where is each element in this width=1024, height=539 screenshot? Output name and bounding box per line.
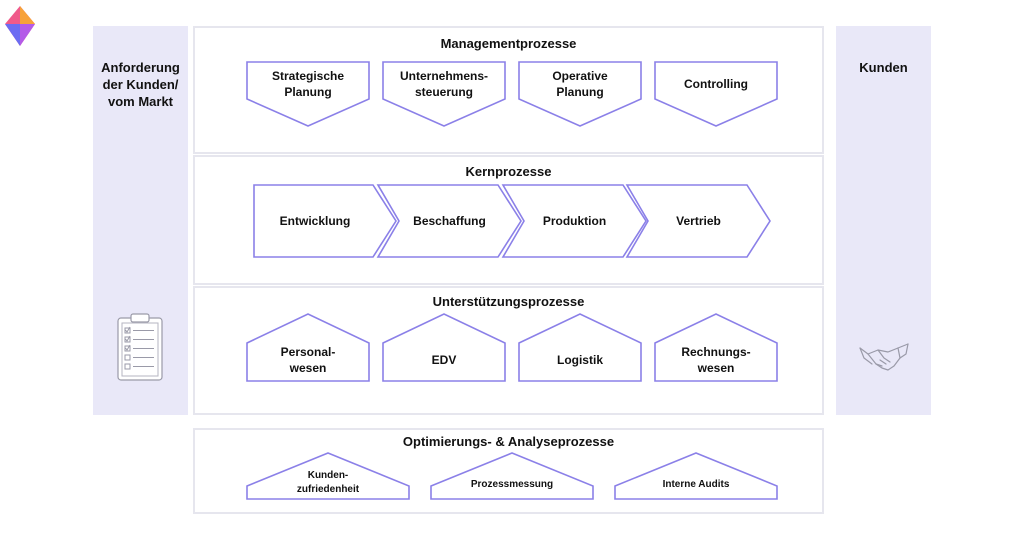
- management-item-corporate-control: Unternehmens- steuerung: [382, 61, 506, 127]
- optimization-item-process-measurement: Prozessmessung: [430, 452, 594, 500]
- management-title: Managementprozesse: [440, 36, 577, 51]
- customers-title: Kunden: [859, 60, 908, 75]
- management-item-controlling: Controlling: [654, 61, 778, 127]
- management-item-label: Unternehmens- steuerung: [399, 69, 488, 99]
- diamond-logo: [3, 5, 37, 47]
- core-item-label: Beschaffung: [413, 214, 486, 228]
- core-item-label: Entwicklung: [279, 214, 351, 228]
- core-item-procurement: Beschaffung: [376, 184, 522, 258]
- core-item-label: Vertrieb: [676, 214, 721, 228]
- management-item-label: Controlling: [684, 77, 748, 91]
- core-item-label: Produktion: [542, 214, 607, 228]
- requirements-panel: Anforderung der Kunden/ vom Markt: [93, 26, 188, 415]
- support-item-label: Rechnungs- wesen: [681, 345, 751, 375]
- support-item-personnel: Personal- wesen: [246, 313, 370, 382]
- management-item-label: Strategische Planung: [271, 69, 345, 99]
- support-item-logistics: Logistik: [518, 313, 642, 382]
- core-item-sales: Vertrieb: [625, 184, 771, 258]
- support-title: Unterstützungsprozesse: [432, 294, 585, 309]
- requirements-title: Anforderung der Kunden/ vom Markt: [101, 60, 180, 109]
- core-item-production: Produktion: [501, 184, 647, 258]
- support-item-edv: EDV: [382, 313, 506, 382]
- management-item-operative-planning: Operative Planung: [518, 61, 642, 127]
- clipboard-checklist-icon: [116, 312, 164, 382]
- optimization-item-label: Prozessmessung: [470, 479, 554, 490]
- optimization-item-label: Kunden- zufriedenheit: [296, 470, 360, 495]
- support-item-label: Personal- wesen: [280, 345, 336, 375]
- optimization-item-customer-satisfaction: Kunden- zufriedenheit: [246, 452, 410, 500]
- support-item-label: Logistik: [556, 353, 603, 367]
- support-item-accounting: Rechnungs- wesen: [654, 313, 778, 382]
- customers-panel: Kunden: [836, 26, 931, 415]
- support-item-label: EDV: [431, 353, 457, 367]
- core-item-development: Entwicklung: [253, 184, 397, 258]
- handshake-icon: [858, 342, 910, 374]
- core-title: Kernprozesse: [465, 164, 552, 179]
- optimization-title: Optimierungs- & Analyseprozesse: [402, 434, 615, 449]
- management-item-strategic-planning: Strategische Planung: [246, 61, 370, 127]
- optimization-item-label: Interne Audits: [662, 479, 730, 490]
- management-item-label: Operative Planung: [552, 69, 608, 99]
- optimization-item-internal-audits: Interne Audits: [614, 452, 778, 500]
